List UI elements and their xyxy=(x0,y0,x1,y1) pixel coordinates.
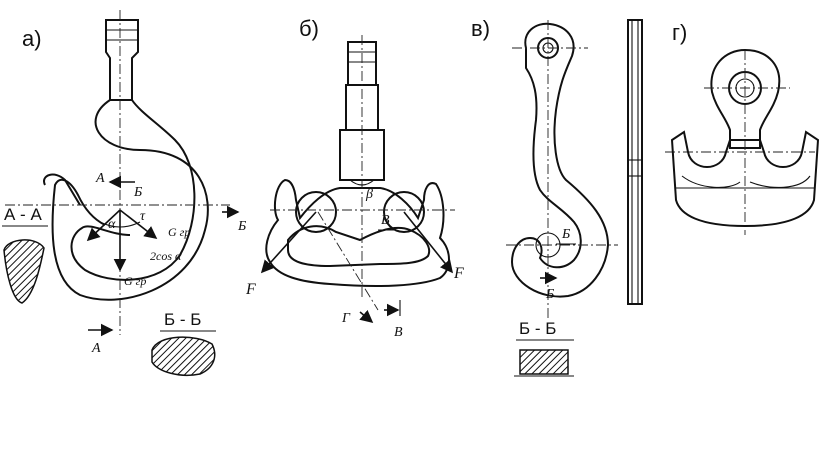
hook-a-outer xyxy=(51,99,209,301)
section-bb-shape xyxy=(151,336,216,376)
hook-b-load-circle-left xyxy=(295,191,337,233)
panel-a-single-hook: а) А Б α τ G гр 2cos α G гр Б А А - А Б … xyxy=(2,10,246,376)
section-bb-label: Б - Б xyxy=(164,310,201,329)
hook-g-body xyxy=(670,130,819,228)
section-v-bb-shape xyxy=(519,349,569,375)
section-v-bb-label: Б - Б xyxy=(519,319,556,338)
mark-v-b-bottom: Б xyxy=(545,287,554,302)
hook-v-body xyxy=(510,22,610,298)
force-right: F xyxy=(453,265,464,282)
force-g-side: G гр xyxy=(168,225,190,239)
panel-b-double-hook: б) β F F В Г В xyxy=(245,16,464,340)
mark-v-b: Б xyxy=(561,227,570,242)
mark-b-top: Б xyxy=(133,185,142,200)
force-g: G гр xyxy=(124,274,146,288)
mark-g: Г xyxy=(341,311,351,326)
force-2cos: 2cos α xyxy=(150,249,182,263)
hook-b-body xyxy=(265,178,450,287)
panel-v-label: в) xyxy=(471,16,490,41)
force-left: F xyxy=(245,281,256,298)
panel-b-label: б) xyxy=(299,16,319,41)
hook-v-side-view xyxy=(627,19,643,305)
mark-b-bottom: В xyxy=(394,325,403,340)
hook-b-load-circle-right xyxy=(383,191,425,233)
tau-label: τ xyxy=(140,209,146,224)
panel-a-label: а) xyxy=(22,26,42,51)
hook-a-inner xyxy=(70,99,196,281)
section-aa-shape xyxy=(3,239,45,304)
section-aa-label: А - А xyxy=(4,205,42,224)
beta-label: β xyxy=(365,187,373,202)
mark-a-bottom: А xyxy=(91,341,101,356)
hook-a-shank xyxy=(105,19,139,101)
mark-b-b: В xyxy=(381,213,390,228)
panel-v-plate-hook: в) Б Б Б - Б xyxy=(471,16,643,377)
panel-g-plate-double-hook: г) xyxy=(665,20,819,235)
mark-b-right: Б xyxy=(237,219,246,234)
hook-g-eye-plate xyxy=(710,48,781,149)
mark-a-top: А xyxy=(95,171,105,186)
panel-g-label: г) xyxy=(672,20,687,45)
hook-b-neck xyxy=(339,129,385,181)
alpha-label: α xyxy=(108,217,116,232)
